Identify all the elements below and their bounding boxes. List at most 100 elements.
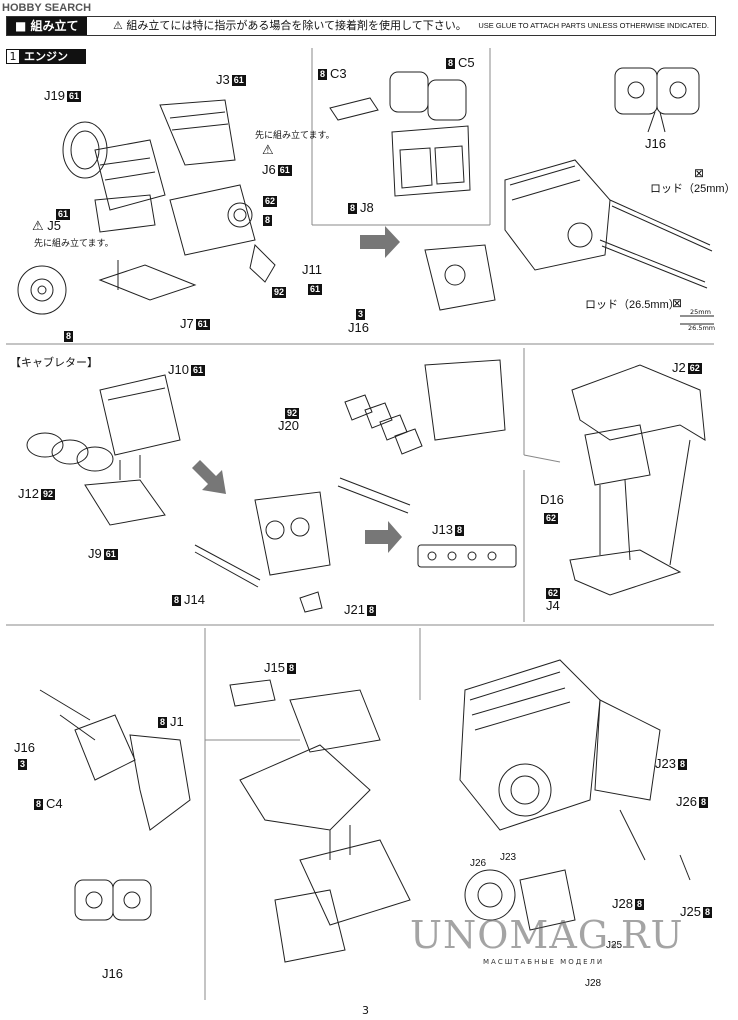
badge: 92 <box>272 287 287 299</box>
badge: 8 <box>677 759 687 771</box>
badge: 62 <box>546 588 561 600</box>
j15-text: J15 <box>264 660 285 675</box>
badge: 61 <box>308 284 323 296</box>
watermark: UNOMAG.RU <box>410 913 684 957</box>
warning-icon: ⚠ <box>113 19 127 32</box>
j7-text: J7 <box>180 316 194 331</box>
notice-jp-text: 組み立てには特に指示がある場合を除いて接着剤を使用して下さい。 <box>126 19 467 32</box>
badge: 61 <box>195 319 210 331</box>
badge: 61 <box>190 365 205 377</box>
badge: 92 <box>40 489 55 501</box>
j9-text: J9 <box>88 546 102 561</box>
badge: 8 <box>263 215 273 227</box>
part-label-j25b: J25 <box>606 940 623 951</box>
badge: 8 <box>172 595 182 607</box>
badge: 8 <box>446 58 456 70</box>
badge: 61 <box>231 75 246 87</box>
j28-text: J28 <box>612 896 633 911</box>
badge: 62 <box>263 196 278 208</box>
j21-text: J21 <box>344 602 365 617</box>
section-title: エンジン <box>20 49 86 64</box>
part-label-j28b: J28 <box>585 978 602 989</box>
part-label-j16-top: J16 <box>645 136 666 151</box>
header-notice-jp: ⚠ 組み立てには特に指示がある場合を除いて接着剤を使用して下さい。 <box>113 18 467 34</box>
scale-25: 25mm <box>690 308 711 316</box>
part-label-j4: J4 <box>546 598 560 613</box>
badge: 8 <box>454 525 464 537</box>
header-title: ■ 組み立て <box>7 17 87 35</box>
badge-8-side: 8 <box>64 328 76 343</box>
badge: 8 <box>158 717 168 729</box>
badge: 92 <box>285 408 300 420</box>
note-first-assemble-b: 先に組み立てます。 <box>34 239 114 249</box>
j8-text: J8 <box>360 200 374 215</box>
j23-text: J23 <box>655 756 676 771</box>
j12-text: J12 <box>18 486 39 501</box>
c4-text: C4 <box>46 796 63 811</box>
part-label-j26b: J26 <box>470 858 487 869</box>
j13-text: J13 <box>432 522 453 537</box>
badge: 8 <box>634 899 644 911</box>
badge-92-j11: 92 <box>272 284 289 299</box>
j2-text: J2 <box>672 360 686 375</box>
rod-25-label: ロッド（25mm） <box>650 183 736 195</box>
badge-92-j20: 92 <box>285 405 302 420</box>
badge: 8 <box>64 331 74 343</box>
badge: 61 <box>56 209 71 221</box>
note-first-assemble-a: 先に組み立てます。 <box>255 131 335 141</box>
badge: 61 <box>66 91 81 103</box>
c5-text: C5 <box>458 55 475 70</box>
part-label-j5: ⚠ J5 <box>32 218 61 234</box>
part-label-d16: D16 <box>540 492 564 507</box>
no-glue-icon: ⊠ <box>694 166 705 180</box>
badge-8-gear: 8 <box>263 212 275 227</box>
header-notice-en: USE GLUE TO ATTACH PARTS UNLESS OTHERWIS… <box>478 21 709 30</box>
part-label-j23b: J23 <box>500 852 517 863</box>
header-title-text: 組み立て <box>30 19 79 33</box>
badge-62-d16: 62 <box>544 510 561 525</box>
badge: 8 <box>702 907 712 919</box>
hobby-search-logo: HOBBY SEARCH <box>2 2 92 14</box>
badge: 8 <box>698 797 708 809</box>
badge: 3 <box>18 759 28 771</box>
j1-text: J1 <box>170 714 184 729</box>
j25-text: J25 <box>680 904 701 919</box>
part-label-j16-engine: J16 <box>348 320 369 335</box>
carburetor-title: 【キャブレター】 <box>10 356 98 369</box>
badge-3-j16: 3 <box>356 306 368 321</box>
warning-icon: ⚠ <box>262 142 274 157</box>
j19-text: J19 <box>44 88 65 103</box>
badge: 61 <box>103 549 118 561</box>
j14-text: J14 <box>184 592 205 607</box>
badge: 8 <box>286 663 296 675</box>
badge-62-j4: 62 <box>546 585 563 600</box>
badge: 61 <box>277 165 292 177</box>
badge-61-j11: 61 <box>308 281 325 296</box>
c3-text: C3 <box>330 66 347 81</box>
j11-text: J11 <box>302 262 322 277</box>
badge-61-j5: 61 <box>56 206 73 221</box>
page-number: 3 <box>362 1004 369 1017</box>
part-label-j20: J20 <box>278 418 299 433</box>
rod-265-label: ロッド（26.5mm） <box>585 299 680 311</box>
